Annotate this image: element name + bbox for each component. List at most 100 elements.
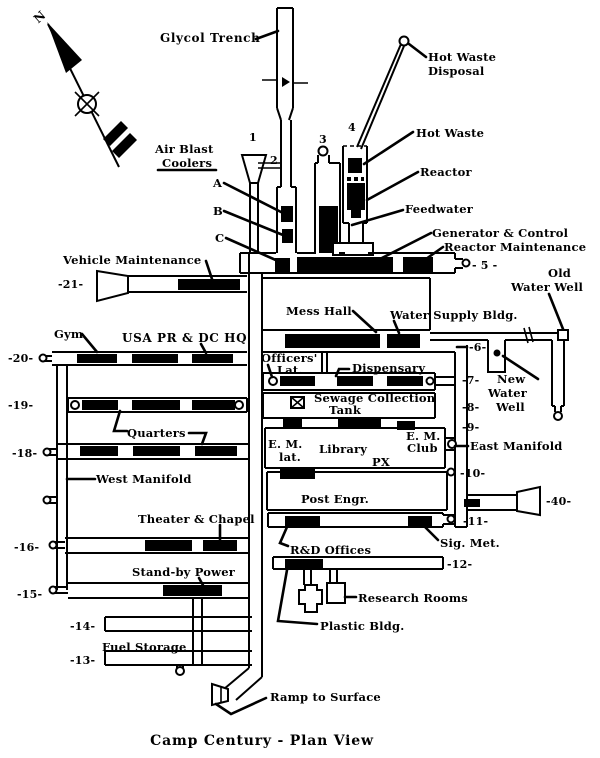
trench-19-number: -19-: [8, 399, 33, 412]
trench-13-number: -13-: [70, 654, 95, 667]
sewage-label-2: Tank: [329, 403, 362, 417]
theater-chapel-building: [145, 540, 192, 551]
cooler-b-label: B: [213, 204, 223, 218]
trench-15: [48, 582, 250, 599]
feedwater-label: Feedwater: [405, 202, 474, 216]
post-engineer-building: [280, 469, 315, 479]
hot-waste-disposal-label-1: Hot Waste: [428, 50, 496, 64]
vent-1-label: 1: [249, 131, 257, 144]
trench-20: [38, 351, 247, 366]
glycol-trench-label: Glycol Trench: [160, 31, 260, 45]
quarters-building-2: [132, 400, 180, 410]
post-engr-label: Post Engr.: [301, 492, 369, 506]
research-building: [285, 559, 323, 569]
trench-8-number: -8-: [462, 401, 479, 414]
trench-7-number: -7-: [462, 374, 479, 387]
west-manifold-trench: [42, 365, 68, 590]
sig-met-label: Sig. Met.: [440, 536, 500, 550]
mess-hall-building: [285, 334, 380, 348]
trench-5-number: - 5 -: [472, 259, 497, 272]
vent-3-label: 3: [319, 133, 327, 146]
library-trench: [264, 418, 457, 469]
quarters-building-6: [195, 446, 237, 456]
old-water-well-label-1: Old: [548, 266, 571, 280]
ramp-to-surface-label: Ramp to Surface: [270, 690, 381, 704]
trench-14-number: -14-: [70, 620, 95, 633]
trench-18-number: -18-: [12, 447, 37, 460]
trench-40-number: -40-: [546, 495, 571, 508]
hq-building: [132, 354, 178, 363]
mess-hall-label: Mess Hall: [286, 304, 352, 318]
em-lat-label-1: E. M.: [268, 437, 303, 451]
mess-hall-block: [261, 277, 569, 421]
quarters-building: [82, 400, 118, 410]
trench-21-number: -21-: [58, 278, 83, 291]
reactor-maintenance-label: Reactor Maintenance: [444, 240, 586, 254]
diagram-title: Camp Century - Plan View: [150, 733, 374, 749]
quarters-building-5: [133, 446, 180, 456]
gym-building: [77, 354, 117, 363]
rd-offices-trench: [267, 512, 455, 528]
vehicle-maintenance-trench: [96, 269, 247, 303]
em-club-building: [397, 421, 415, 430]
trench-16-number: -16-: [14, 541, 39, 554]
west-manifold-label: West Manifold: [95, 472, 192, 486]
dispensary-building: [337, 376, 373, 386]
compass-north-arrow-icon: [47, 22, 137, 168]
trench-9-number: -9-: [462, 421, 479, 434]
sewage-label-1: Sewage Collection: [314, 391, 436, 405]
quarters-building-3: [192, 400, 235, 410]
reactor-building: [347, 183, 365, 218]
reactor-complex-trenches: [240, 35, 410, 256]
vehicle-maintenance-label: Vehicle Maintenance: [62, 253, 201, 267]
officers-dispensary-trench: [262, 352, 455, 391]
main-spine-trench: [211, 253, 263, 707]
generator-control-label: Generator & Control: [432, 226, 569, 240]
hot-waste-label: Hot Waste: [416, 126, 484, 140]
power-plant-building: [319, 206, 338, 253]
em-latrine-building: [283, 419, 302, 429]
trench-11-number: -11-: [463, 515, 488, 528]
officers-latrine-building: [280, 376, 315, 386]
theater-chapel-building-2: [203, 540, 237, 551]
hot-waste-building: [348, 158, 362, 173]
rd-offices-label: R&D Offices: [290, 543, 371, 557]
standby-power-building: [163, 585, 222, 596]
east-manifold-label: East Manifold: [470, 439, 563, 453]
post-engineer-trench: [266, 469, 448, 511]
stand-by-power-label: Stand-by Power: [132, 565, 236, 579]
research-rooms-label: Research Rooms: [358, 591, 468, 605]
cooler-a-label: A: [212, 176, 223, 190]
air-blast-coolers-label-2: Coolers: [162, 156, 212, 170]
new-water-well-label-3: Well: [495, 400, 525, 414]
new-water-well-label-1: New: [497, 372, 526, 386]
library-label: Library: [319, 442, 367, 456]
trench-16: [48, 537, 248, 554]
glycol-trench-outline: [262, 7, 308, 187]
officers-lat-label-1: Officers': [261, 351, 317, 365]
vent-4-label: 4: [348, 121, 356, 134]
trench-19: [67, 397, 248, 413]
hq-building-2: [192, 354, 233, 363]
air-blast-coolers-label-1: Air Blast: [154, 142, 214, 156]
research-rooms-building: [326, 582, 346, 604]
gym-label: Gym: [54, 327, 83, 341]
trench-15-number: -15-: [17, 588, 42, 601]
hot-waste-disposal-label-2: Disposal: [428, 64, 485, 78]
plastic-building: [298, 584, 323, 613]
em-club-label-1: E. M.: [406, 429, 441, 443]
px-label: PX: [372, 455, 390, 469]
vehicle-maintenance-building: [178, 279, 240, 290]
trench-12-number: -12-: [447, 558, 472, 571]
officers-lat-label-2: Lat.: [277, 363, 303, 377]
water-supply-label: Water Supply Bldg.: [389, 308, 518, 322]
quarters-building-4: [80, 446, 118, 456]
dispensary-label: Dispensary: [352, 361, 425, 375]
cooler-c-label: C: [215, 231, 224, 245]
fuel-storage-label: Fuel Storage: [102, 640, 187, 654]
vent-2-label: 2: [270, 154, 278, 167]
trench-10-number: -10-: [460, 467, 485, 480]
compass-north-label: N: [31, 8, 49, 26]
